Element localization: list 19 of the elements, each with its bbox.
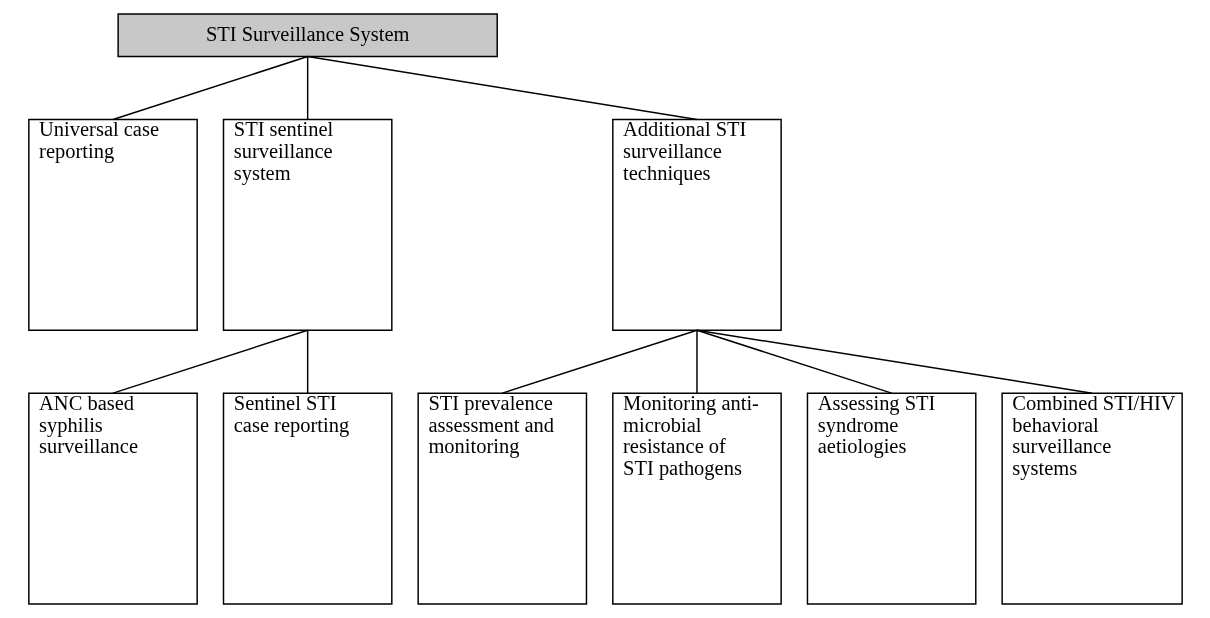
- connector: [695, 329, 698, 394]
- connector: [306, 55, 698, 121]
- node-box: STI sentinel surveillance system: [222, 118, 393, 331]
- connector: [695, 329, 1093, 394]
- node-box: Assessing STI syndrome aetiologies: [806, 392, 976, 605]
- node-box: STI prevalence assessment and monitoring: [416, 392, 587, 605]
- node-box: Sentinel STI case reporting: [222, 392, 393, 605]
- node-box: Additional STI surveillance techniques: [611, 118, 782, 331]
- node-box: Universal case reporting: [27, 118, 198, 331]
- connector: [306, 55, 308, 121]
- node-box: ANC based syphilis surveillance: [27, 392, 198, 605]
- connector: [306, 329, 308, 394]
- node-box: Combined STI/HIV behavioral surveillance systems: [1000, 392, 1183, 605]
- connector: [111, 55, 308, 121]
- connector: [695, 329, 892, 394]
- connector: [111, 329, 308, 394]
- node-box: STI Surveillance System: [116, 13, 498, 58]
- connector: [501, 329, 698, 394]
- node-box: Monitoring anti-microbial resistance of STI pathogens: [611, 392, 782, 605]
